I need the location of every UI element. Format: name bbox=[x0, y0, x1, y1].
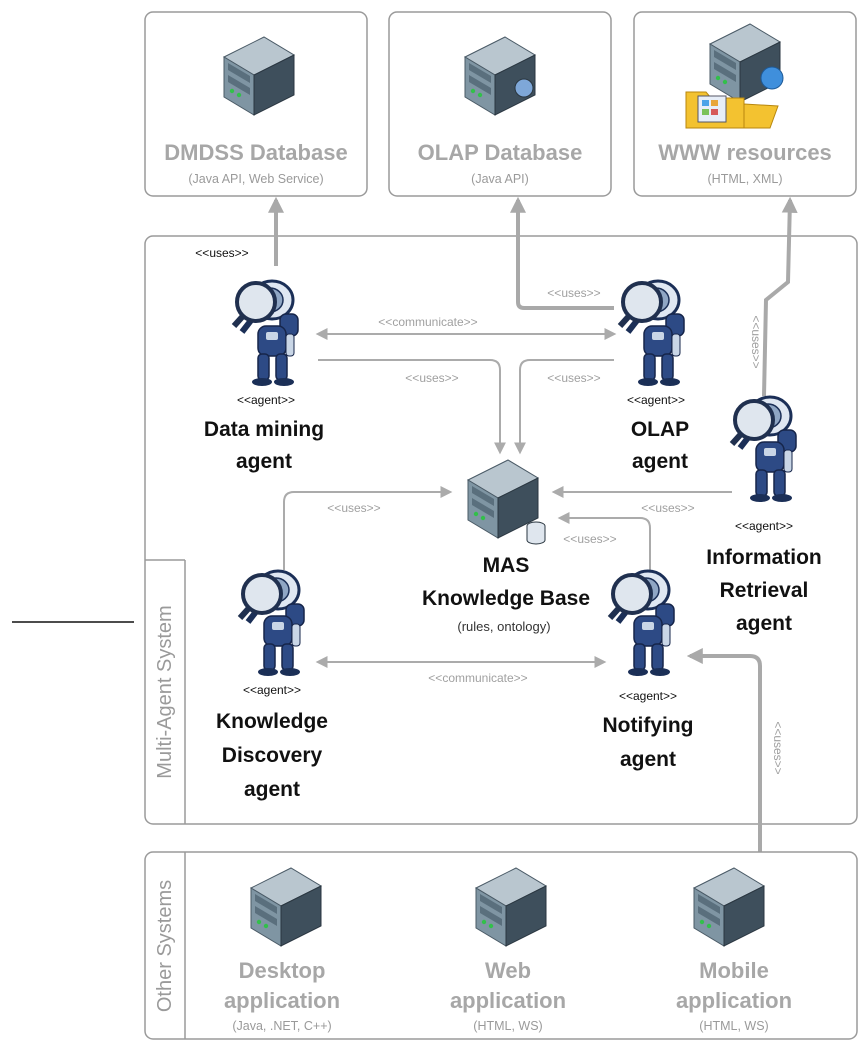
www-resources-title: WWW resources bbox=[658, 140, 832, 165]
communicate-label-top: <<communicate>> bbox=[378, 315, 477, 329]
web-app-subtitle: (HTML, WS) bbox=[473, 1019, 542, 1033]
web-app-name-line2: application bbox=[450, 988, 566, 1013]
uses-label-mobile-notif: <<uses>> bbox=[771, 721, 785, 774]
notifying-agent-name-line1: Notifying bbox=[603, 714, 694, 737]
magnifier-icon bbox=[231, 281, 277, 329]
multi-agent-system-label: Multi-Agent System bbox=[154, 605, 176, 778]
data-mining-agent-name-line1: Data mining bbox=[204, 418, 324, 441]
magnifier-icon bbox=[729, 399, 775, 447]
knowledge-discovery-agent-name-line1: Knowledge bbox=[216, 710, 328, 733]
knowledge-discovery-agent-stereotype: <<agent>> bbox=[243, 683, 301, 697]
mobile-app-name-line2: application bbox=[676, 988, 792, 1013]
uses-label-dmdss: <<uses>> bbox=[195, 246, 248, 260]
uses-label-olap-db: <<uses>> bbox=[547, 286, 600, 300]
knowledge-base-title-line1: MAS bbox=[483, 554, 530, 577]
magnifier-icon bbox=[617, 281, 663, 329]
desktop-app-name-line1: Desktop bbox=[239, 958, 326, 983]
magnifier-icon bbox=[237, 573, 283, 621]
database-cylinder-icon bbox=[526, 521, 546, 545]
information-retrieval-agent-name-line3: agent bbox=[736, 612, 792, 635]
knowledge-base-subtitle: (rules, ontology) bbox=[457, 619, 550, 634]
mobile-app-subtitle: (HTML, WS) bbox=[699, 1019, 768, 1033]
information-retrieval-agent-name-line1: Information bbox=[706, 546, 822, 569]
folder-icon bbox=[685, 91, 779, 129]
globe-icon bbox=[514, 78, 534, 98]
uses-label-ir-kb: <<uses>> bbox=[641, 501, 694, 515]
web-globe-icon bbox=[760, 66, 784, 90]
other-systems-frame bbox=[144, 851, 858, 1040]
arrow-information-retrieval-to-www bbox=[762, 196, 798, 397]
magnifier-icon bbox=[607, 573, 653, 621]
knowledge-discovery-agent-name-line2: Discovery bbox=[222, 744, 323, 767]
uses-label-notif-kb: <<uses>> bbox=[563, 532, 616, 546]
information-retrieval-agent-stereotype: <<agent>> bbox=[735, 519, 793, 533]
notifying-agent-name-line2: agent bbox=[620, 748, 676, 771]
uses-label-www: <<uses>> bbox=[749, 315, 763, 368]
olap-agent-name-line2: agent bbox=[632, 450, 688, 473]
arrow-data-mining-to-kb bbox=[318, 359, 506, 455]
olap-database-title: OLAP Database bbox=[418, 140, 583, 165]
olap-database-subtitle: (Java API) bbox=[471, 172, 529, 186]
uses-label-kd-kb: <<uses>> bbox=[327, 501, 380, 515]
data-mining-agent-name-line2: agent bbox=[236, 450, 292, 473]
knowledge-base-title-line2: Knowledge Base bbox=[422, 587, 590, 610]
other-systems-label: Other Systems bbox=[154, 880, 176, 1012]
mobile-app-name-line1: Mobile bbox=[699, 958, 769, 983]
knowledge-discovery-agent-name-line3: agent bbox=[244, 778, 300, 801]
www-resources-subtitle: (HTML, XML) bbox=[708, 172, 783, 186]
dmdss-database-subtitle: (Java API, Web Service) bbox=[188, 172, 323, 186]
web-app-name-line1: Web bbox=[485, 958, 531, 983]
desktop-app-subtitle: (Java, .NET, C++) bbox=[232, 1019, 331, 1033]
arrow-mobile-to-notifying bbox=[686, 648, 762, 852]
arrow-notifying-to-kb bbox=[557, 512, 651, 572]
communicate-label-bottom: <<communicate>> bbox=[428, 671, 527, 685]
olap-agent-stereotype: <<agent>> bbox=[627, 393, 685, 407]
desktop-app-name-line2: application bbox=[224, 988, 340, 1013]
arrow-knowledge-discovery-to-kb bbox=[283, 486, 453, 570]
data-mining-agent-stereotype: <<agent>> bbox=[237, 393, 295, 407]
notifying-agent-stereotype: <<agent>> bbox=[619, 689, 677, 703]
arrow-olap-agent-to-kb bbox=[514, 359, 614, 455]
olap-agent-name-line1: OLAP bbox=[631, 418, 689, 441]
dmdss-database-title: DMDSS Database bbox=[164, 140, 347, 165]
arrow-olap-agent-to-olap-db bbox=[510, 196, 614, 310]
information-retrieval-agent-name-line2: Retrieval bbox=[720, 579, 809, 602]
uses-label-dm-kb: <<uses>> bbox=[405, 371, 458, 385]
uses-label-olap-kb: <<uses>> bbox=[547, 371, 600, 385]
